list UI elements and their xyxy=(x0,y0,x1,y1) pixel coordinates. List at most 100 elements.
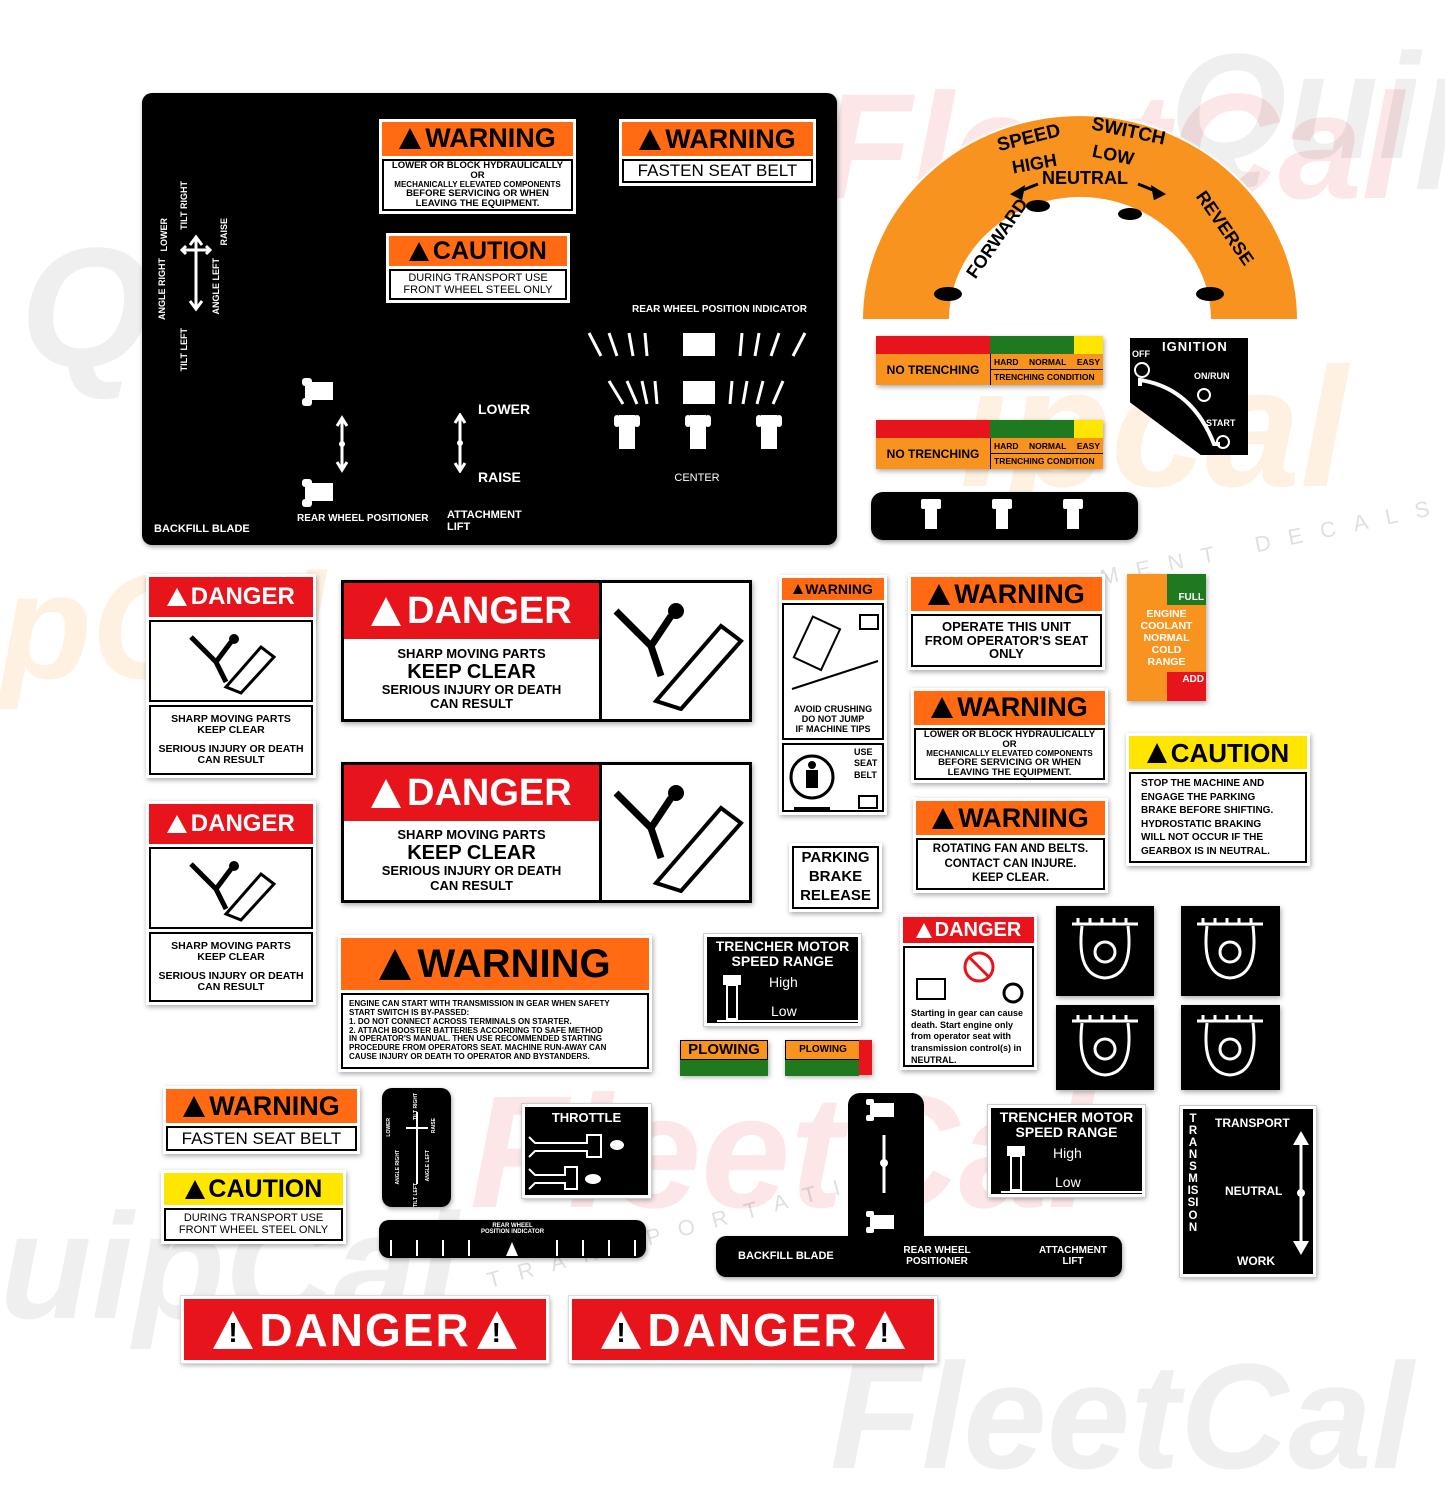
off-label: OFF xyxy=(1132,349,1150,359)
warning-fan-belts-decal: WARNING ROTATING FAN AND BELTS.CONTACT C… xyxy=(913,798,1108,893)
line: BRAKE BEFORE SHIFTING. xyxy=(1141,805,1274,816)
tractor-icon xyxy=(756,415,782,449)
rear-wheel-positioner-graphic xyxy=(866,1099,894,1233)
backfill-blade-label: BACKFILL BLADE xyxy=(154,523,250,535)
hose-reel-icon xyxy=(1072,1015,1138,1077)
sharp-parts-pictogram-icon xyxy=(613,784,744,893)
line: ENGINE xyxy=(1146,608,1187,620)
t-panel-stem xyxy=(848,1093,924,1253)
text: FASTEN SEAT BELT xyxy=(637,161,798,181)
high-label: High xyxy=(1053,1145,1082,1161)
easy-label: EASY xyxy=(1076,357,1100,367)
line: OPERATE THIS UNIT xyxy=(941,619,1072,635)
label-raise: RAISE xyxy=(219,218,229,246)
line: HYDROSTATIC BRAKING xyxy=(1141,818,1262,830)
warning-seat-belt-decal: WARNING FASTEN SEAT BELT xyxy=(619,119,816,186)
low-label: Low xyxy=(771,1003,797,1019)
warning-triangle-icon xyxy=(932,807,955,829)
line: FROM OPERATOR'S SEAT xyxy=(924,632,1089,648)
warning-triangle-icon xyxy=(476,1310,517,1349)
line: KEEP CLEAR xyxy=(407,842,536,865)
line: BEFORE SERVICING OR WHEN xyxy=(406,188,549,200)
plowing-label: PLOWING xyxy=(680,1040,768,1060)
ignition-title: IGNITION xyxy=(1162,339,1228,354)
tractor-icons xyxy=(921,499,1083,529)
header: WARNING xyxy=(958,802,1089,833)
line: LOWER OR BLOCK HYDRAULICALLY OR xyxy=(391,159,564,181)
high-label: High xyxy=(769,974,798,990)
header: CAUTION xyxy=(432,236,547,265)
line: SERIOUS INJURY OR DEATH xyxy=(158,743,304,755)
hard-label: HARD xyxy=(994,441,1019,451)
indicator-label: REAR WHEEL POSITION INDICATOR xyxy=(480,1223,545,1236)
warning-triangle-icon xyxy=(928,583,951,605)
lift-arrows-icon xyxy=(453,413,467,473)
rabbit-icon xyxy=(1196,287,1224,301)
line: 1. DO NOT CONNECT ACROSS TERMINALS ON ST… xyxy=(349,1016,572,1026)
line: DURING TRANSPORT USE xyxy=(183,1211,324,1224)
title-line: SPEED RANGE xyxy=(1015,1123,1118,1140)
warning-triangle-icon xyxy=(371,596,402,626)
trenching-condition-label: TRENCHING CONDITION xyxy=(994,456,1095,466)
danger-strip-decal: DANGER xyxy=(568,1295,938,1364)
neutral-label: NEUTRAL xyxy=(1042,168,1128,188)
line: FRONT WHEEL STEEL ONLY xyxy=(178,1223,329,1236)
rollover-pictogram-icon xyxy=(791,614,879,690)
plowing-decal: PLOWING xyxy=(785,1040,872,1076)
line: KEEP CLEAR xyxy=(407,660,536,683)
raise-label: RAISE xyxy=(478,469,521,485)
line: PROCEDURE FROM OPERATORS SEAT. MACHINE R… xyxy=(349,1043,607,1053)
indicator-ticks xyxy=(390,1240,636,1256)
rear-wheel-positioner-label: REAR WHEEL POSITIONER xyxy=(903,1245,971,1267)
attachment-lift-label: ATTACHMENT LIFT xyxy=(1039,1245,1107,1267)
header: CAUTION xyxy=(1170,737,1290,768)
line: LEAVING THE EQUIPMENT. xyxy=(415,198,540,210)
line: RELEASE xyxy=(800,886,871,904)
trenching-condition-label: TRENCHING CONDITION xyxy=(994,372,1095,382)
trencher-motor-icon xyxy=(1001,1146,1142,1193)
lower-label: LOWER xyxy=(478,401,531,417)
header: DANGER xyxy=(407,590,572,632)
direction-arrows-icon xyxy=(1009,182,1167,201)
hose-reel-icon xyxy=(1072,918,1138,980)
center-label: CENTER xyxy=(674,472,720,484)
manual-icon xyxy=(858,795,878,809)
danger-label: DANGER xyxy=(259,1303,471,1356)
header: DANGER xyxy=(934,919,1022,941)
line: RANGE xyxy=(1147,656,1186,669)
caution-parking-brake-decal: CAUTION STOP THE MACHINE AND ENGAGE THE P… xyxy=(1126,733,1310,866)
blade-arrows-icon xyxy=(406,1112,428,1184)
line: BELT xyxy=(854,769,877,780)
rear-wheel-positioner-graphic xyxy=(302,378,349,507)
on-run-label: ON/RUN xyxy=(1194,371,1230,381)
plowing-decal: PLOWING xyxy=(680,1040,768,1076)
warning-triangle-icon xyxy=(379,948,412,980)
line: STOP THE MACHINE AND xyxy=(1141,778,1265,789)
seat-belt-pictogram-icon xyxy=(789,754,835,811)
hose-reel-decal xyxy=(1056,1005,1154,1090)
line: ENGAGE THE PARKING xyxy=(1141,791,1256,803)
line: SERIOUS INJURY OR DEATH xyxy=(158,970,304,982)
hose-reel-icon xyxy=(1197,918,1263,980)
rear-wheel-positioner-label: REAR WHEEL POSITIONER xyxy=(297,513,429,524)
warning-triangle-icon xyxy=(183,1095,206,1117)
full-label: FULL xyxy=(1167,574,1206,605)
transmission-label: TRANSMISSION xyxy=(1187,1113,1199,1234)
line: CAN RESULT xyxy=(197,981,265,994)
label-tilt-right: TILT RIGHT xyxy=(179,181,189,230)
line: SHARP MOVING PARTS xyxy=(397,645,546,661)
line: DURING TRANSPORT USE xyxy=(408,271,548,284)
blade-control-decal: LOWER RAISE TILT RIGHT TILT LEFT ANGLE R… xyxy=(382,1088,451,1207)
line: from operator seat with xyxy=(911,1031,1012,1042)
title-line: TRENCHER MOTOR xyxy=(999,1109,1134,1125)
turtle-icon xyxy=(585,1174,601,1184)
low-label: Low xyxy=(1055,1174,1081,1190)
shift-arrows-icon xyxy=(1293,1131,1309,1255)
transmission-decal: TRANSMISSION TRANSPORT NEUTRAL WORK xyxy=(1179,1105,1317,1278)
line: SERIOUS INJURY OR DEATH xyxy=(381,681,562,697)
hose-reel-icon xyxy=(1197,1015,1263,1077)
danger-strip-decal: DANGER xyxy=(180,1295,550,1364)
header: WARNING xyxy=(425,123,556,154)
header: WARNING xyxy=(954,578,1085,609)
